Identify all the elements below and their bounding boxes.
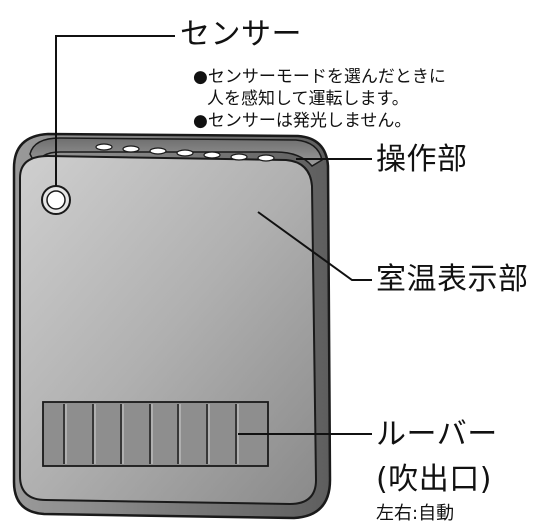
control-button[interactable] xyxy=(203,151,221,159)
sensor-lens xyxy=(46,190,66,210)
control-button[interactable] xyxy=(176,149,194,157)
sensor-note-line-2: 人を感知して運転します。 xyxy=(207,89,409,109)
louver-sub-label: (吹出口) xyxy=(376,462,492,497)
control-button[interactable] xyxy=(149,147,167,155)
leader-room-temp xyxy=(257,211,372,281)
sensor-note-line-1: ●センサーモードを選んだときに xyxy=(193,67,446,87)
sensor-label: センサー xyxy=(180,17,302,52)
sensor-note-line-3: ●センサーは発光しません。 xyxy=(193,111,412,131)
control-buttons xyxy=(95,143,275,162)
louver-note: 左右:自動 xyxy=(376,503,455,524)
room-temp-display-label: 室温表示部 xyxy=(376,262,529,297)
louver-frame xyxy=(42,401,269,467)
louver-label: ルーバー xyxy=(376,417,498,452)
control-button[interactable] xyxy=(95,143,113,151)
control-button[interactable] xyxy=(257,154,275,162)
louver xyxy=(42,401,269,467)
leader-sensor xyxy=(55,35,175,186)
controls-label: 操作部 xyxy=(376,142,468,177)
control-button[interactable] xyxy=(122,145,140,153)
control-button[interactable] xyxy=(230,153,248,161)
